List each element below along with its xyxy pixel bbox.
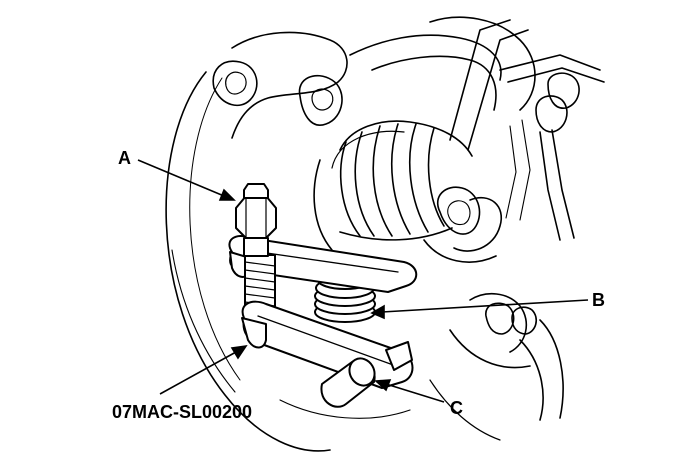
knuckle-assembly-linework (165, 16, 605, 452)
callout-label-c: C (450, 398, 463, 418)
callout-label-a: A (118, 148, 131, 168)
callout-label-b: B (592, 290, 605, 310)
tool-part-number-label: 07MAC-SL00200 (112, 402, 252, 422)
ball-joint-remover-tool (228, 183, 418, 408)
callout-leaders (137, 159, 589, 403)
tool-pin (320, 341, 413, 408)
